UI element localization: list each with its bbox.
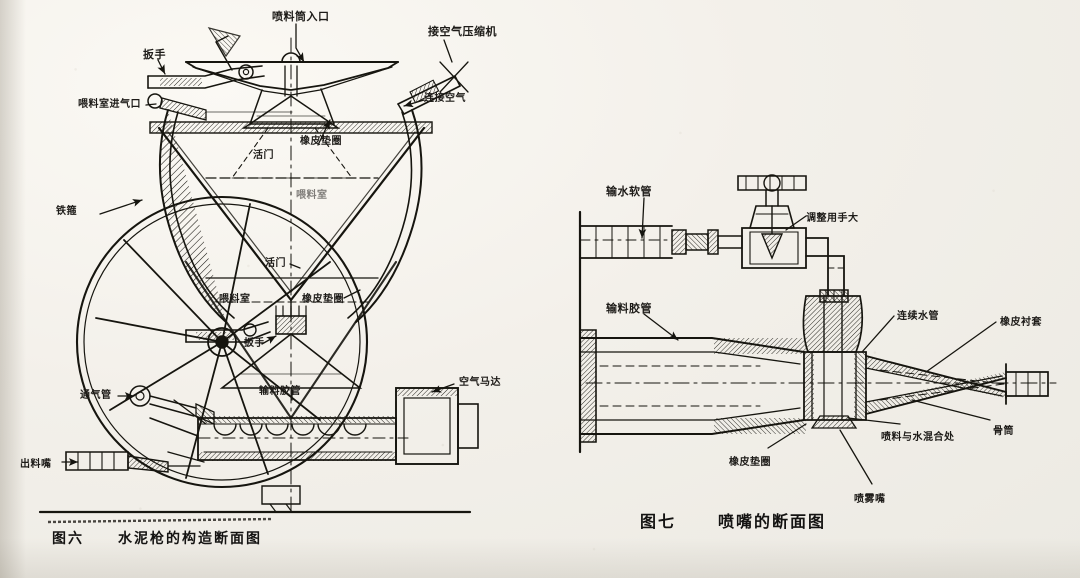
air-pipe-assembly [129, 385, 215, 426]
label-continuous-water-pipe: 连续水管 [897, 311, 939, 322]
label-discharge-nozzle: 出料嘴 [20, 459, 52, 470]
frame-tie-rods [158, 109, 423, 323]
label-rubber-gasket-upper: 橡皮垫圈 [300, 136, 342, 147]
label-valve-lower: 活门 [265, 258, 286, 269]
label-spray-mist-nozzle: 喷雾嘴 [854, 494, 886, 505]
label-material-hose-left: 输料胶管 [259, 386, 301, 397]
label-air-motor: 空气马达 [459, 377, 501, 388]
caption-right-text: 喷嘴的断面图 [718, 512, 827, 531]
water-passage-body [802, 289, 864, 353]
rotary-feed-drum [197, 416, 409, 461]
label-rubber-liner: 橡皮衬套 [1000, 317, 1042, 328]
upper-valve-cone [231, 52, 353, 179]
figure-6-drawing [38, 23, 479, 514]
discharge-nozzle [65, 451, 201, 473]
mixing-block [803, 351, 867, 429]
label-wrench-upper: 扳手 [143, 48, 166, 61]
lower-linkage [149, 399, 207, 463]
label-wrench-lower: 扳手 [244, 338, 265, 349]
figure-6-leader-lines [61, 23, 455, 466]
lower-valve-cone [219, 299, 363, 389]
label-water-hose: 输水软管 [606, 185, 652, 198]
figure-7-leader-lines [638, 197, 997, 485]
label-iron-hoop: 铁箍 [56, 206, 77, 217]
ground-line [38, 485, 472, 514]
label-rubber-gasket-lower: 橡皮垫圈 [302, 294, 344, 305]
label-valve-upper: 活门 [253, 150, 274, 161]
adjustment-valve [737, 174, 845, 297]
caption-right-number: 图七 [640, 512, 677, 531]
lower-wrench-lever [185, 321, 271, 343]
caption-left-text: 水泥枪的构造断面图 [118, 531, 262, 547]
material-hose [579, 329, 806, 443]
caption-left-number: 图六 [52, 531, 84, 547]
drum-pockets [213, 423, 367, 436]
label-air-compressor-connection: 接空气压缩机 [428, 25, 497, 38]
figure-7-drawing [578, 174, 1057, 485]
label-feed-chamber-air-inlet: 喂料室进气口 [78, 99, 141, 110]
label-barrel-tube: 骨筒 [993, 426, 1014, 437]
drive-wheel [75, 195, 369, 489]
label-material-hose-right: 输料胶管 [606, 302, 652, 315]
label-spray-barrel-inlet: 喷料筒入口 [272, 10, 330, 23]
hopper-inlet [184, 60, 400, 125]
label-feed-chamber-lower: 喂料室 [219, 294, 251, 305]
caption-rule-left [47, 517, 273, 524]
left-air-inlet-pipe [147, 93, 293, 121]
label-feed-chamber-upper: 喂料室 [296, 190, 328, 201]
air-motor [395, 387, 479, 465]
label-air-pipe: 通气管 [80, 390, 112, 401]
upper-wrench-lever [147, 27, 265, 89]
label-rubber-gasket-nozzle: 橡皮垫圈 [729, 457, 771, 468]
label-material-water-mixing-point: 喷料与水混合处 [881, 432, 955, 443]
label-air-connection: 连接空气 [424, 93, 466, 104]
nozzle-cone [865, 355, 1049, 415]
water-hose [579, 225, 743, 259]
label-adjustment-handwheel: 调整用手大 [806, 213, 859, 224]
air-compressor-connector [397, 61, 469, 115]
